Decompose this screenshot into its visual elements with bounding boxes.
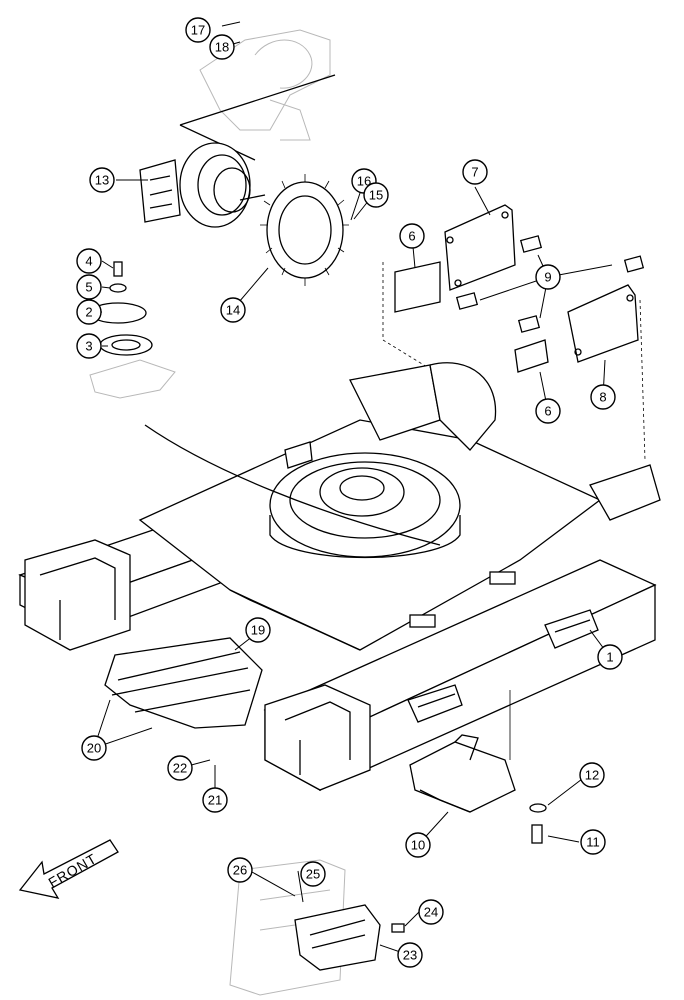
svg-text:15: 15 [369, 188, 383, 203]
svg-text:6: 6 [544, 404, 551, 419]
bolt-washer [509, 690, 547, 844]
callout-1: 1 [597, 644, 623, 670]
main-frame [18, 362, 661, 792]
ghost-detail-bottom [229, 859, 405, 996]
callout-4: 4 [76, 248, 102, 274]
sprocket [260, 174, 349, 286]
svg-text:4: 4 [85, 254, 92, 269]
callouts: 17 18 13 16 15 14 4 5 2 3 7 6 9 8 6 1 19… [76, 17, 623, 968]
callout-10: 10 [405, 832, 431, 858]
svg-text:21: 21 [208, 793, 222, 808]
svg-text:24: 24 [424, 905, 438, 920]
callout-21: 21 [202, 787, 228, 813]
svg-text:13: 13 [95, 173, 109, 188]
svg-text:20: 20 [87, 741, 101, 756]
svg-text:23: 23 [403, 948, 417, 963]
callout-12: 12 [579, 762, 605, 788]
svg-text:12: 12 [585, 768, 599, 783]
svg-text:11: 11 [586, 835, 600, 850]
svg-text:9: 9 [544, 270, 551, 285]
svg-text:6: 6 [408, 229, 415, 244]
callout-9: 9 [535, 264, 561, 290]
svg-text:10: 10 [411, 838, 425, 853]
callout-25: 25 [300, 861, 326, 887]
svg-text:8: 8 [599, 390, 606, 405]
svg-text:19: 19 [251, 623, 265, 638]
callout-24: 24 [418, 899, 444, 925]
callout-18: 18 [209, 34, 235, 60]
svg-text:18: 18 [215, 40, 229, 55]
svg-text:7: 7 [471, 165, 478, 180]
callout-19: 19 [245, 617, 271, 643]
svg-text:5: 5 [85, 280, 92, 295]
svg-text:14: 14 [226, 303, 240, 318]
svg-text:25: 25 [306, 867, 320, 882]
svg-text:16: 16 [357, 174, 371, 189]
front-arrow: FRONT [18, 839, 119, 899]
cap-stack [89, 261, 176, 399]
svg-text:17: 17 [191, 23, 205, 38]
callout-11: 11 [580, 829, 606, 855]
svg-text:3: 3 [85, 339, 92, 354]
callout-23: 23 [397, 942, 423, 968]
callout-22: 22 [167, 755, 193, 781]
callout-13: 13 [89, 167, 115, 193]
svg-text:26: 26 [233, 863, 247, 878]
callout-7: 7 [462, 159, 488, 185]
cover-plates [382, 204, 646, 461]
travel-motor [139, 74, 336, 228]
track-guide-10 [409, 734, 516, 813]
svg-text:1: 1 [606, 650, 613, 665]
svg-text:22: 22 [173, 761, 187, 776]
callout-17: 17 [185, 17, 211, 43]
callout-3: 3 [76, 333, 102, 359]
callout-15: 15 [363, 182, 389, 208]
ghost-frame-top [199, 29, 331, 141]
skid-plates [104, 637, 263, 729]
callout-5: 5 [76, 274, 102, 300]
callout-20: 20 [81, 735, 107, 761]
callout-6-bottom: 6 [535, 398, 561, 424]
callout-26: 26 [227, 857, 253, 883]
svg-text:2: 2 [85, 305, 92, 320]
callout-14: 14 [220, 297, 246, 323]
track-guides [407, 609, 599, 723]
callout-2: 2 [76, 299, 102, 325]
callout-6-top: 6 [399, 223, 425, 249]
callout-8: 8 [590, 384, 616, 410]
